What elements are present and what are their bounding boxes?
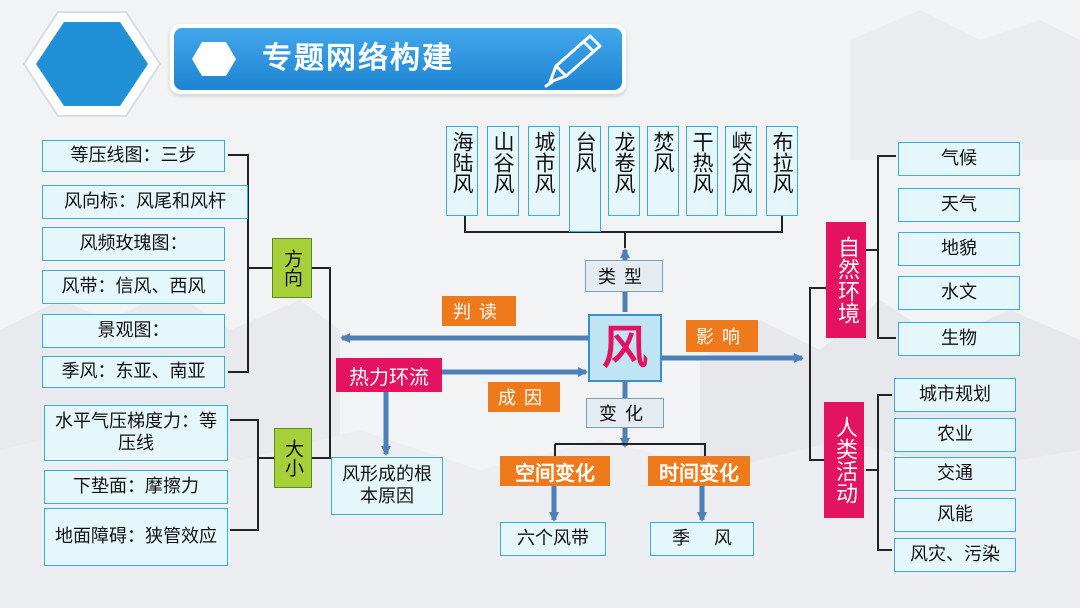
read-label: 判读 — [442, 296, 516, 326]
cause-label: 成因 — [488, 382, 560, 412]
natural-item: 天气 — [898, 188, 1020, 222]
type-box: 台风 — [569, 126, 601, 232]
natural-item: 生物 — [898, 322, 1020, 356]
type-box: 峡谷风 — [725, 126, 757, 216]
type-box: 海陆风 — [446, 126, 478, 216]
header-bar: 专题网络构建 — [170, 24, 626, 94]
human-item: 风灾、污染 — [894, 538, 1016, 572]
type-box: 城市风 — [528, 126, 560, 216]
spatial-change-node: 空间变化 — [500, 456, 610, 486]
center-wind-node: 风 — [588, 314, 662, 382]
natural-item: 地貌 — [898, 232, 1020, 266]
small-hexagon-icon — [192, 42, 236, 76]
size-node: 大小 — [274, 428, 312, 488]
type-box: 山谷风 — [487, 126, 519, 216]
left-item: 季风：东亚、南亚 — [42, 356, 225, 388]
influence-label: 影响 — [686, 320, 758, 352]
pen-icon — [544, 34, 602, 88]
type-label: 类型 — [585, 260, 663, 292]
left-item: 等压线图：三步 — [42, 140, 225, 172]
human-item: 城市规划 — [894, 378, 1016, 412]
page-title: 专题网络构建 — [262, 41, 454, 76]
left-item: 风频玫瑰图： — [42, 227, 225, 261]
natural-item: 水文 — [898, 276, 1020, 310]
direction-node: 方向 — [272, 238, 312, 298]
natural-item: 气候 — [898, 142, 1020, 176]
type-box: 干热风 — [686, 126, 718, 216]
left-item: 风向标：风尾和风杆 — [42, 185, 248, 219]
type-box: 布拉风 — [766, 126, 798, 216]
human-activity-node: 人类活动 — [824, 402, 864, 518]
origin-node: 风形成的根本原因 — [331, 457, 443, 515]
six-belts-node: 六个风带 — [500, 522, 606, 556]
hexagon-logo-icon — [22, 11, 162, 117]
temporal-change-node: 时间变化 — [648, 456, 750, 486]
type-box: 龙卷风 — [608, 126, 640, 216]
left-item: 风带：信风、西风 — [42, 270, 225, 304]
left-item: 水平气压梯度力：等压线 — [44, 405, 228, 461]
natural-environment-node: 自然环境 — [826, 222, 866, 338]
left-item: 景观图： — [42, 314, 225, 348]
human-item: 交通 — [894, 457, 1016, 491]
type-box: 焚风 — [647, 126, 679, 216]
thermal-circulation-node: 热力环流 — [336, 358, 442, 392]
human-item: 风能 — [894, 498, 1016, 532]
monsoon-node: 季 风 — [650, 522, 754, 556]
left-item: 下垫面：摩擦力 — [44, 470, 228, 504]
change-label: 变化 — [586, 398, 664, 428]
left-item: 地面障碍：狭管效应 — [44, 508, 228, 566]
human-item: 农业 — [894, 418, 1016, 452]
